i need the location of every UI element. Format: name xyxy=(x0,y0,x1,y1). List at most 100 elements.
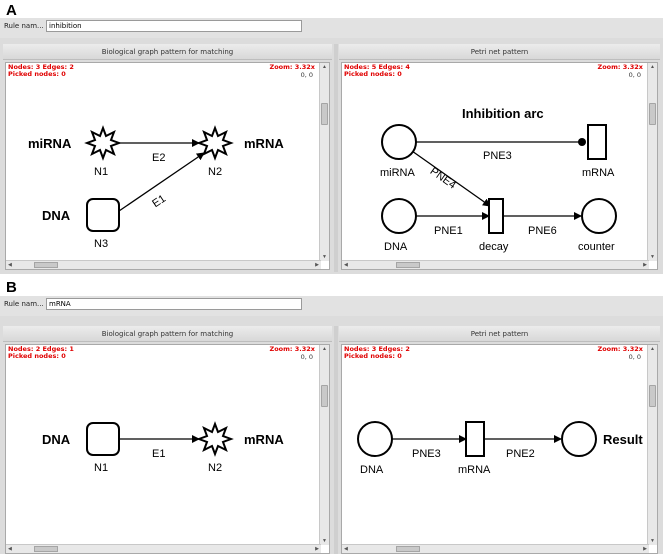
triangle-up-icon[interactable]: ▲ xyxy=(650,346,655,352)
place-counter[interactable] xyxy=(581,198,617,234)
node-label-dna: DNA xyxy=(42,208,71,223)
vertical-scrollbar[interactable]: ▲ ▼ xyxy=(647,345,657,545)
triangle-down-icon[interactable]: ▼ xyxy=(322,254,327,260)
edge-e1[interactable] xyxy=(118,152,205,212)
arc-label-pne3: PNE3 xyxy=(412,448,441,460)
picked-nodes-count: Picked nodes: 0 xyxy=(8,70,66,78)
triangle-right-icon[interactable]: ▶ xyxy=(315,546,319,552)
node-id-n1: N1 xyxy=(94,166,108,178)
node-label-mirna: miRNA xyxy=(380,167,415,179)
triangle-down-icon[interactable]: ▼ xyxy=(322,538,327,544)
node-label-decay: decay xyxy=(479,241,509,253)
star-node-n2[interactable] xyxy=(196,421,234,457)
arc-pne4[interactable] xyxy=(411,150,491,207)
rounded-node-n3[interactable] xyxy=(86,198,120,232)
petri-net-canvas[interactable]: Nodes: 3 Edges: 2 Picked nodes: 0 Zoom: … xyxy=(341,344,658,554)
petri-net-svg: Inhibition arc miRNA mRNA DNA decay coun… xyxy=(380,106,617,253)
place-mirna[interactable] xyxy=(381,124,417,160)
place-dna[interactable] xyxy=(357,421,393,457)
vertical-scrollbar[interactable]: ▲ ▼ xyxy=(319,63,329,261)
scroll-thumb[interactable] xyxy=(649,385,656,407)
vertical-scrollbar[interactable]: ▲ ▼ xyxy=(647,63,657,261)
triangle-up-icon[interactable]: ▲ xyxy=(322,64,327,70)
scroll-thumb[interactable] xyxy=(34,262,58,268)
picked-nodes-count: Picked nodes: 0 xyxy=(344,352,402,360)
triangle-right-icon[interactable]: ▶ xyxy=(315,262,319,268)
zoom-level: Zoom: 3.32x xyxy=(597,63,643,71)
scroll-thumb[interactable] xyxy=(649,103,656,125)
triangle-right-icon[interactable]: ▶ xyxy=(643,262,647,268)
triangle-left-icon[interactable]: ◀ xyxy=(344,546,348,552)
inhibition-dot xyxy=(578,138,586,146)
rule-name-label: Rule nam... xyxy=(4,22,44,30)
picked-nodes-count: Picked nodes: 0 xyxy=(344,70,402,78)
bio-graph-canvas[interactable]: Nodes: 3 Edges: 2 Picked nodes: 0 Zoom: … xyxy=(5,62,330,270)
horizontal-scrollbar[interactable]: ◀ ▶ xyxy=(6,260,321,269)
horizontal-scrollbar[interactable]: ◀ ▶ xyxy=(342,260,649,269)
triangle-down-icon[interactable]: ▼ xyxy=(650,538,655,544)
arc-label-pne6: PNE6 xyxy=(528,225,557,237)
node-label-mirna: miRNA xyxy=(28,136,72,151)
triangle-left-icon[interactable]: ◀ xyxy=(344,262,348,268)
triangle-up-icon[interactable]: ▲ xyxy=(322,346,327,352)
node-label-mrna: mRNA xyxy=(244,432,284,447)
rule-name-input[interactable]: mRNA xyxy=(46,298,302,310)
edge-label-e2: E2 xyxy=(152,152,165,164)
star-node-n1[interactable] xyxy=(84,125,122,161)
rounded-node-n1[interactable] xyxy=(86,422,120,456)
node-edge-count: Nodes: 5 Edges: 4 xyxy=(344,63,410,71)
node-label-counter: counter xyxy=(578,241,615,253)
bio-graph-canvas[interactable]: Nodes: 2 Edges: 1 Picked nodes: 0 Zoom: … xyxy=(5,344,330,554)
rule-name-input[interactable]: inhibition xyxy=(46,20,302,32)
scroll-thumb[interactable] xyxy=(321,103,328,125)
node-label-dna: DNA xyxy=(384,241,408,253)
transition-mrna[interactable] xyxy=(587,124,607,160)
zoom-level: Zoom: 3.32x xyxy=(597,345,643,353)
node-id-n3: N3 xyxy=(94,238,108,250)
arc-label-pne4: PNE4 xyxy=(428,165,458,191)
node-edge-count: Nodes: 3 Edges: 2 xyxy=(8,63,74,71)
node-label-mrna: mRNA xyxy=(458,464,491,476)
node-label-dna: DNA xyxy=(360,464,384,476)
node-id-n1: N1 xyxy=(94,462,108,474)
coordinate-readout: 0, 0 xyxy=(300,353,313,361)
panel-letter-a: A xyxy=(6,2,17,19)
node-label-result: Result xyxy=(603,432,643,447)
triangle-up-icon[interactable]: ▲ xyxy=(650,64,655,70)
petri-net-pane: Petri net pattern Nodes: 3 Edges: 2 Pick… xyxy=(339,326,660,554)
petri-net-pane: Petri net pattern Nodes: 5 Edges: 4 Pick… xyxy=(339,44,660,272)
coordinate-readout: 0, 0 xyxy=(628,71,641,79)
petri-net-canvas[interactable]: Nodes: 5 Edges: 4 Picked nodes: 0 Zoom: … xyxy=(341,62,658,270)
pane-splitter[interactable] xyxy=(334,326,338,554)
star-node-n2[interactable] xyxy=(196,125,234,161)
rule-name-row: Rule nam... mRNA xyxy=(0,296,663,316)
triangle-left-icon[interactable]: ◀ xyxy=(8,262,12,268)
panel-letter-b: B xyxy=(6,279,17,296)
horizontal-scrollbar[interactable]: ◀ ▶ xyxy=(342,544,649,553)
node-label-dna: DNA xyxy=(42,432,71,447)
node-edge-count: Nodes: 3 Edges: 2 xyxy=(344,345,410,353)
bio-graph-pane: Biological graph pattern for matching No… xyxy=(3,44,332,272)
coordinate-readout: 0, 0 xyxy=(628,353,641,361)
scroll-thumb[interactable] xyxy=(396,546,420,552)
arc-label-pne2: PNE2 xyxy=(506,448,535,460)
rule-name-label: Rule nam... xyxy=(4,300,44,308)
arc-label-pne1: PNE1 xyxy=(434,225,463,237)
place-dna[interactable] xyxy=(381,198,417,234)
picked-nodes-count: Picked nodes: 0 xyxy=(8,352,66,360)
vertical-scrollbar[interactable]: ▲ ▼ xyxy=(319,345,329,545)
triangle-down-icon[interactable]: ▼ xyxy=(650,254,655,260)
transition-decay[interactable] xyxy=(488,198,504,234)
pane-splitter[interactable] xyxy=(334,44,338,272)
scroll-thumb[interactable] xyxy=(321,385,328,407)
node-edge-count: Nodes: 2 Edges: 1 xyxy=(8,345,74,353)
scroll-thumb[interactable] xyxy=(396,262,420,268)
scroll-thumb[interactable] xyxy=(34,546,58,552)
bio-pane-title: Biological graph pattern for matching xyxy=(101,48,234,56)
place-result[interactable] xyxy=(561,421,597,457)
horizontal-scrollbar[interactable]: ◀ ▶ xyxy=(6,544,321,553)
bio-graph-pane: Biological graph pattern for matching No… xyxy=(3,326,332,554)
triangle-right-icon[interactable]: ▶ xyxy=(643,546,647,552)
triangle-left-icon[interactable]: ◀ xyxy=(8,546,12,552)
transition-mrna[interactable] xyxy=(465,421,485,457)
